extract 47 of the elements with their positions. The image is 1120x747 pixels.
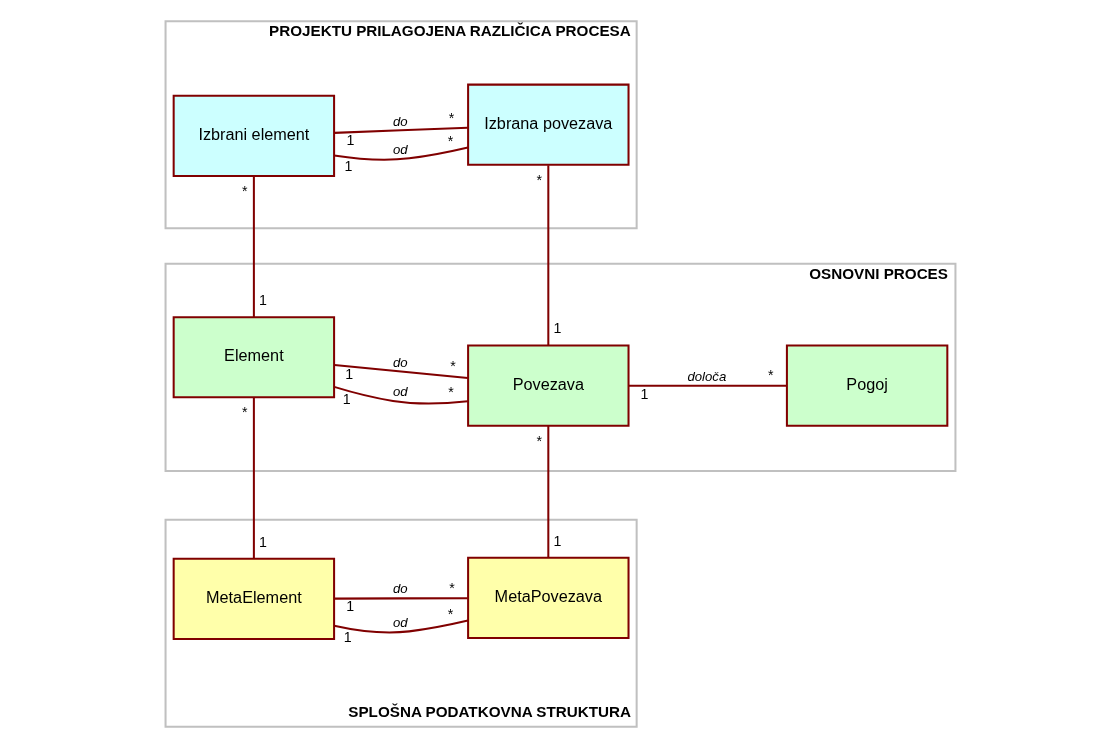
connector	[333, 145, 468, 161]
label: 1	[343, 628, 352, 645]
edge-label: do	[392, 354, 408, 370]
connector	[252, 175, 255, 317]
label: 1	[553, 319, 561, 336]
label: *	[448, 579, 455, 596]
connector	[333, 126, 468, 134]
node-box: Povezava	[466, 344, 630, 427]
edge-label: do	[392, 580, 408, 596]
label: 1	[258, 291, 267, 308]
label: *	[241, 403, 248, 420]
edge-label: od	[392, 141, 408, 157]
label: 1	[553, 532, 561, 549]
label: 1	[345, 597, 354, 614]
label: *	[447, 605, 453, 622]
connector	[333, 596, 468, 600]
node-box: Pogoj	[785, 344, 948, 427]
node-box: MetaPovezava	[466, 556, 630, 639]
node-box: Izbrana povezava	[466, 83, 630, 166]
connector	[546, 425, 549, 558]
edge-label: od	[392, 614, 408, 630]
node-box: MetaElement	[172, 557, 335, 640]
label: *	[535, 171, 542, 188]
node-box: Izbrani element	[172, 94, 335, 177]
label: *	[447, 132, 453, 149]
label: *	[447, 383, 454, 400]
label: 1	[258, 533, 267, 550]
edge-label: določa	[686, 368, 726, 384]
label: 1	[346, 131, 355, 148]
label: 1	[639, 385, 648, 402]
edge-label: od	[392, 383, 408, 399]
label: 1	[343, 157, 352, 174]
connector	[252, 396, 255, 559]
connector	[333, 619, 468, 633]
connector	[546, 164, 549, 345]
node-box: Element	[172, 315, 335, 398]
edge-label: do	[392, 113, 408, 129]
label: *	[767, 366, 774, 383]
label: *	[241, 182, 248, 199]
label: 1	[344, 365, 353, 382]
label: *	[535, 432, 542, 449]
label: *	[448, 109, 454, 126]
connector	[333, 385, 468, 404]
connector	[333, 363, 468, 379]
connector	[628, 384, 787, 387]
label: *	[449, 357, 456, 374]
label: 1	[342, 390, 351, 407]
